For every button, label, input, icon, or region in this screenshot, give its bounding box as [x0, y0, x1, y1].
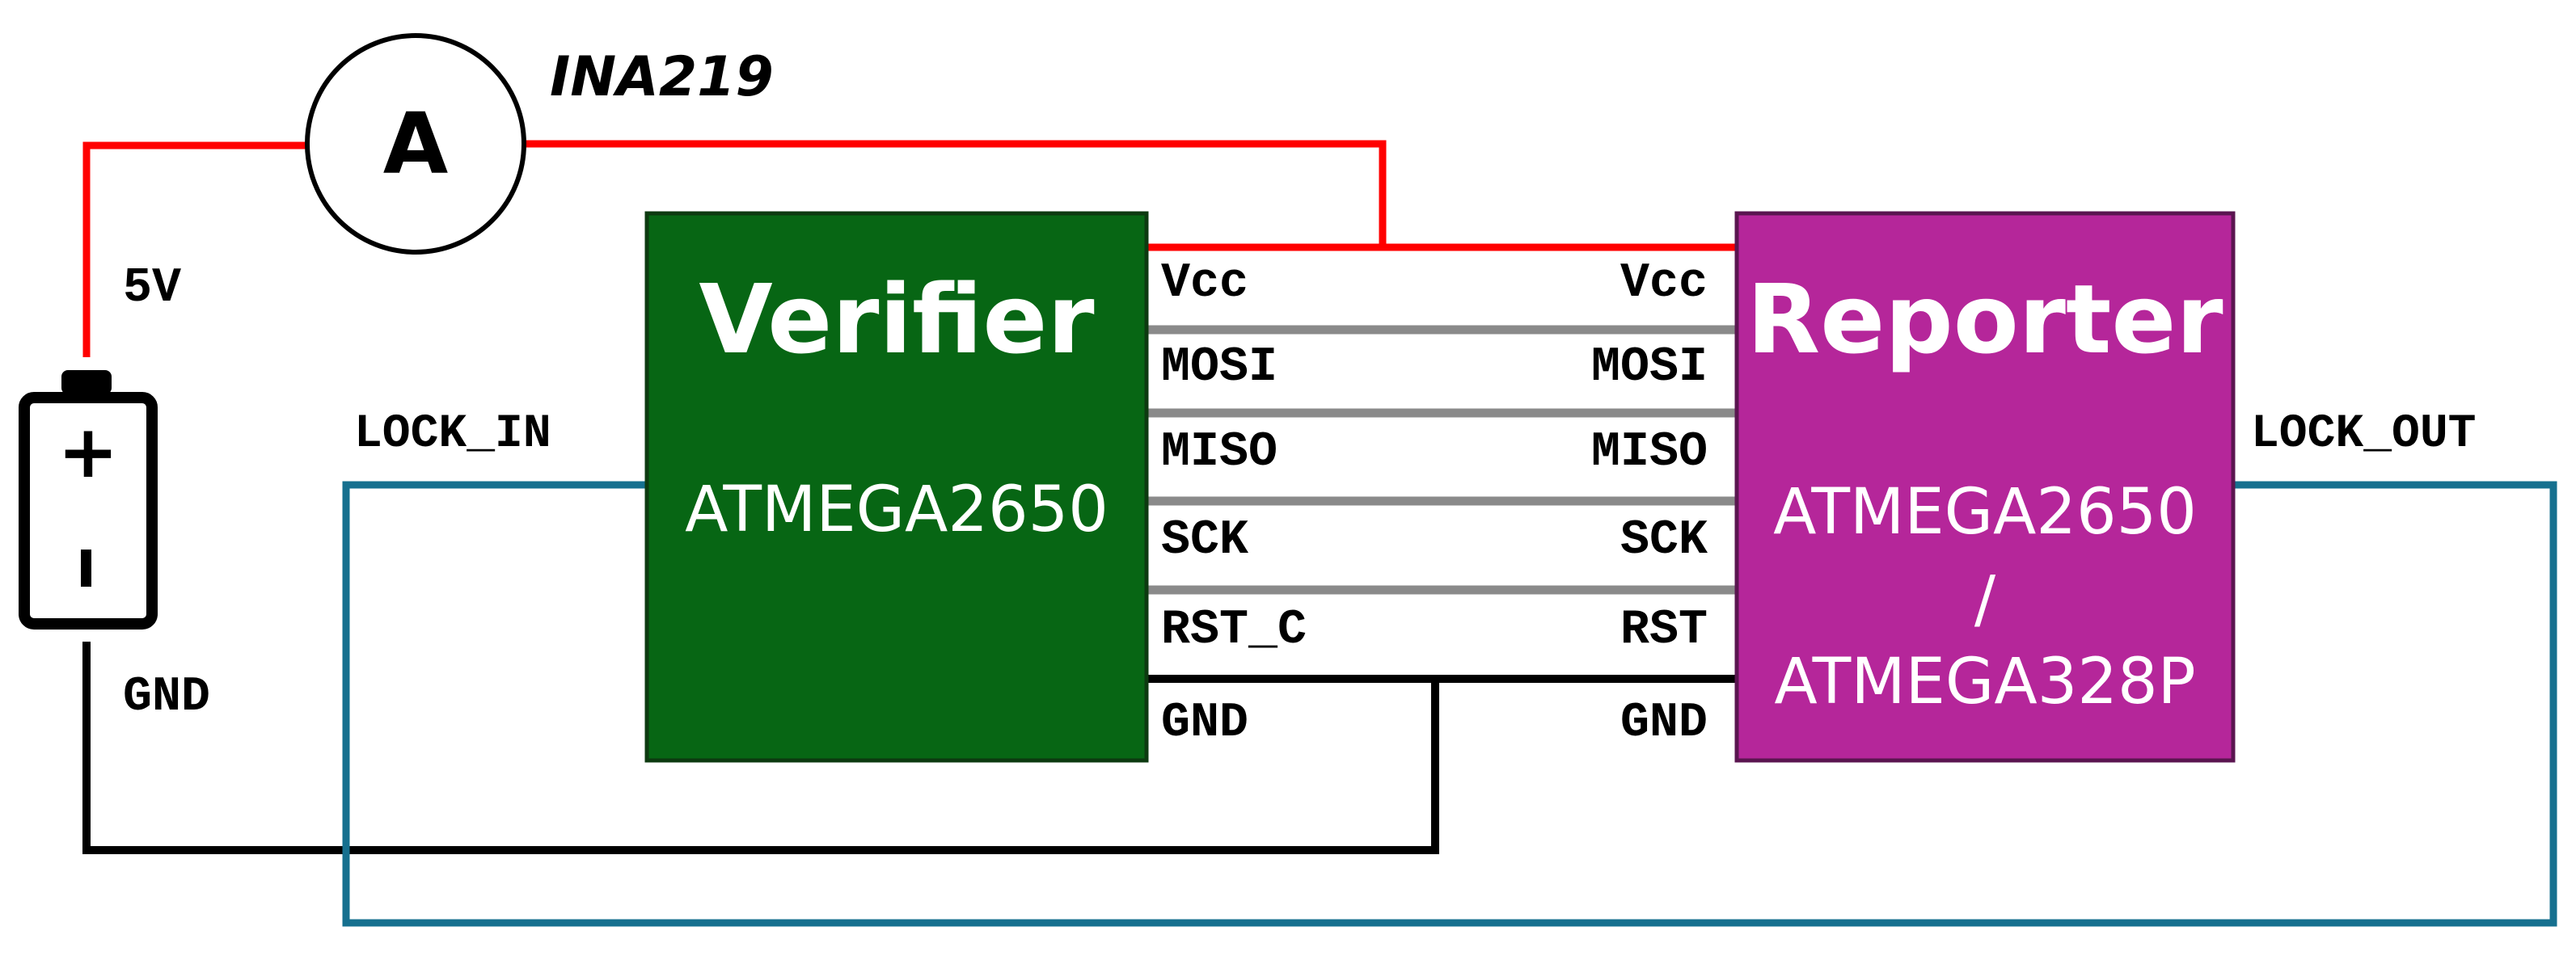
reporter-title: Reporter	[1746, 263, 2223, 375]
reporter-chip-model-2: ATMEGA328P	[1774, 646, 2195, 718]
battery-icon	[19, 370, 158, 630]
reporter-chip-model-1: ATMEGA2650	[1773, 476, 2197, 549]
reporter-chip-separator: /	[1974, 563, 1996, 636]
lock-out-label: LOCK_OUT	[2251, 408, 2476, 461]
reporter-chip: Reporter ATMEGA2650 / ATMEGA328P	[1734, 211, 2236, 763]
verifier-chip: Verifier ATMEGA2650	[644, 211, 1149, 763]
pin-label-rst-right: RST	[1620, 603, 1708, 658]
verifier-title: Verifier	[699, 263, 1094, 375]
battery-plus: +	[57, 410, 118, 495]
voltage-label: 5V	[123, 261, 181, 316]
pin-label-vcc-left: Vcc	[1161, 256, 1248, 311]
lock-in-label: LOCK_IN	[354, 408, 551, 461]
pin-label-rst-left: RST_C	[1161, 603, 1307, 658]
pin-label-vcc-right: Vcc	[1620, 256, 1708, 311]
pin-label-gnd-right: GND	[1620, 696, 1708, 751]
battery-minus	[81, 550, 91, 587]
reporter-pin-labels: Vcc MOSI MISO SCK RST GND	[1591, 256, 1708, 751]
verifier-chip-model: ATMEGA2650	[685, 474, 1109, 546]
pin-label-miso-left: MISO	[1161, 425, 1277, 480]
ground-wire	[82, 642, 1737, 854]
ammeter-symbol: A	[383, 95, 449, 193]
pin-label-mosi-right: MOSI	[1591, 340, 1708, 395]
pin-label-sck-right: SCK	[1620, 513, 1708, 568]
power-wire	[82, 140, 1737, 357]
pin-label-mosi-left: MOSI	[1161, 340, 1277, 395]
ammeter-label: INA219	[550, 45, 774, 109]
spi-bus-lines	[1147, 325, 1737, 595]
pin-label-miso-right: MISO	[1591, 425, 1708, 480]
verifier-pin-labels: Vcc MOSI MISO SCK RST_C GND	[1161, 256, 1307, 751]
pin-label-gnd-left: GND	[1161, 696, 1248, 751]
battery-ground-label: GND	[123, 670, 210, 725]
ammeter: A	[305, 33, 526, 255]
lock-wire	[342, 481, 2557, 927]
pin-label-sck-left: SCK	[1161, 513, 1248, 568]
